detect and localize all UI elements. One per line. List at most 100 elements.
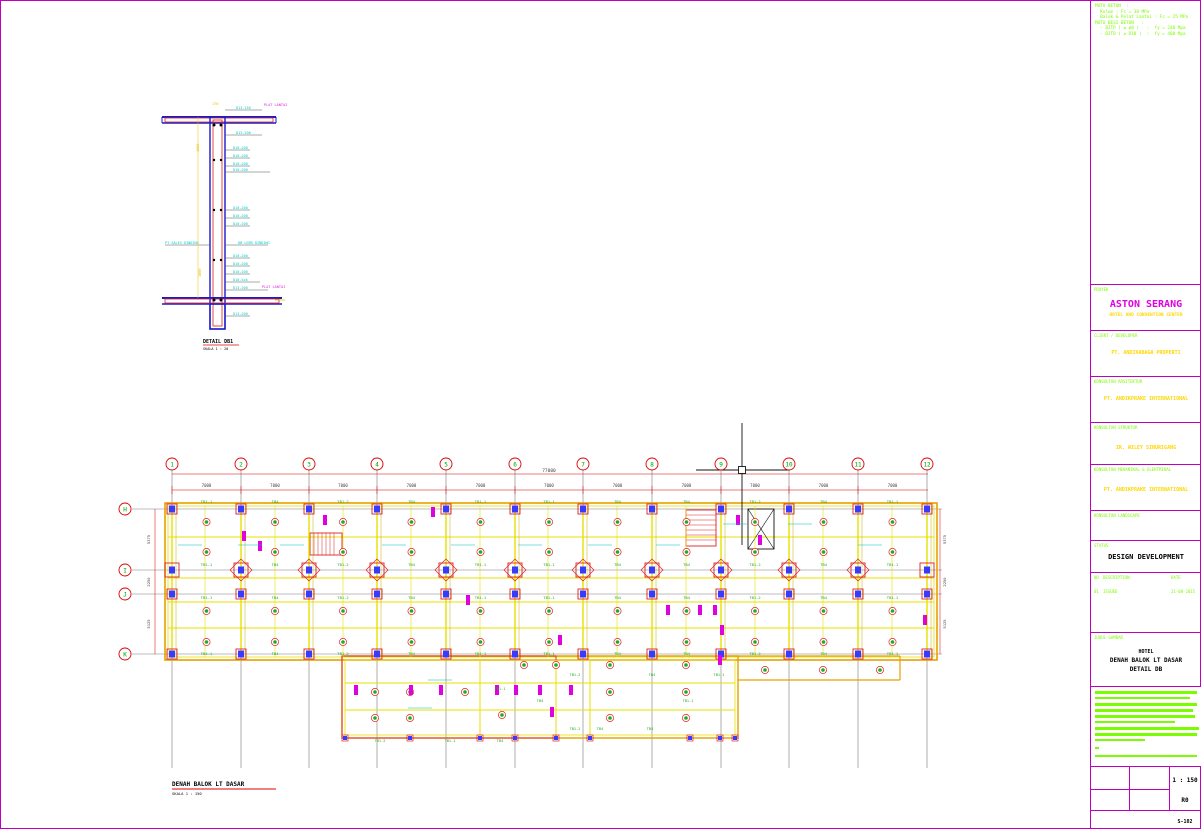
beam-label: TB1-1 <box>887 651 899 656</box>
column-core <box>306 650 312 658</box>
beam-label: TB1-1 <box>475 595 487 600</box>
beam-label: TB1-2 <box>375 739 386 743</box>
column <box>509 588 521 600</box>
revision-table: NO DESCRIPTION DATE 01 ISSUED 21-08-2015 <box>1091 572 1201 633</box>
section-tag <box>550 707 554 717</box>
beam-label: TB1-1 <box>475 651 487 656</box>
beam-label: TB1-1 <box>543 562 555 567</box>
slab-marker-dot <box>273 520 277 524</box>
column <box>783 588 795 600</box>
slab-marker-dot <box>753 520 757 524</box>
grid-bubble <box>118 563 132 577</box>
section-tag <box>495 685 499 695</box>
slab-marker-dot <box>684 550 689 554</box>
section-tag <box>439 685 443 695</box>
slab-marker-dot <box>373 690 377 694</box>
sheet-number-section: S-102 <box>1091 810 1201 830</box>
column <box>166 588 178 600</box>
section-tag <box>258 541 262 551</box>
svg-text:D13-200: D13-200 <box>233 312 248 316</box>
note-line: MUTU BESI BETON : <box>1095 20 1145 26</box>
slab-marker-dot <box>684 520 689 524</box>
drawing-title-1: HOTEL <box>1138 649 1154 655</box>
column-core <box>786 650 792 658</box>
column <box>852 588 864 600</box>
column <box>371 503 383 515</box>
detail-title: DETAIL DB1 <box>203 339 233 345</box>
column-core <box>443 505 449 513</box>
scale-section: 1 : 150 R0 <box>1091 766 1201 811</box>
column <box>438 562 454 578</box>
column <box>919 562 935 578</box>
column-core <box>855 590 861 598</box>
column-core <box>443 650 449 658</box>
grid-label: 6 <box>513 462 517 469</box>
column-core <box>408 736 412 740</box>
project-label: PROYEK <box>1094 287 1109 292</box>
slab-marker-dot <box>409 550 414 554</box>
rev-date-header: DATE <box>1171 575 1181 580</box>
grid-label: J <box>123 592 127 599</box>
slab-marker-dot <box>821 668 825 672</box>
section-tag <box>758 535 762 545</box>
grid-label: 4 <box>375 462 379 469</box>
beam-label: TB4 <box>820 499 828 504</box>
slab-marker-dot <box>608 716 612 720</box>
note-line: MUTU BETON : <box>1095 4 1129 9</box>
slab-marker-dot <box>204 520 209 524</box>
grid-label: 7 <box>581 462 585 469</box>
slab-marker-dot <box>373 716 377 720</box>
client-name: PT. ANDIKABAGA PROPERTI <box>1111 350 1181 356</box>
slab-marker-dot <box>821 520 826 524</box>
grid-bubble <box>576 457 590 471</box>
column <box>440 588 452 600</box>
grid-bubble <box>851 457 865 471</box>
column-core <box>512 590 518 598</box>
column-core <box>718 505 724 513</box>
column-core <box>554 736 558 740</box>
landscape-label: KONSULTAN LANDSCAPE <box>1094 513 1140 518</box>
column <box>715 503 727 515</box>
slab-marker-dot <box>522 663 526 667</box>
status-label: STATUS <box>1094 543 1109 548</box>
slab-marker-dot <box>463 690 467 694</box>
svg-text:170: 170 <box>212 102 218 106</box>
plan-title: DENAH BALOK LT DASAR <box>172 781 245 788</box>
beam-label: TB1-2 <box>337 499 348 504</box>
drawing-title-label: JUDUL GAMBAR <box>1094 635 1123 640</box>
beam-label: TB1-2 <box>337 651 348 656</box>
section-tag <box>323 515 327 525</box>
architect-section: KONSULTAN ARSITEKTUR PT. ANDIKPRAKE INTE… <box>1091 376 1201 402</box>
grid-bubble <box>118 647 132 661</box>
beam-label: TB1-2 <box>337 562 348 567</box>
svg-text:D10-200: D10-200 <box>233 162 248 166</box>
rev-code: R0 <box>1181 797 1189 804</box>
title-block: MUTU BETON : Kolom : Fc = 30 MPa Balok &… <box>1090 0 1201 829</box>
section-tag <box>558 635 562 645</box>
slab-marker-dot <box>409 640 414 644</box>
scale-value: 1 : 150 <box>1172 777 1198 784</box>
slab-marker-dot <box>341 609 345 613</box>
column-core <box>374 650 380 658</box>
project-subtitle: HOTEL AND CONVENTION CENTER <box>1109 313 1183 318</box>
beam-label: TB4 <box>408 651 416 656</box>
beam-label: TB4 <box>649 673 656 677</box>
section-tag <box>242 531 246 541</box>
column-core <box>374 505 380 513</box>
column <box>511 734 519 742</box>
beam-label: TB1-1 <box>445 739 456 743</box>
column-core <box>443 590 449 598</box>
column <box>646 648 658 660</box>
column <box>166 503 178 515</box>
column-core <box>924 650 930 658</box>
dim-label: 2250 <box>942 577 947 587</box>
column <box>716 734 724 742</box>
beam-label: TB4 <box>683 651 691 656</box>
column <box>371 588 383 600</box>
beam-label: TB1-2 <box>570 673 581 677</box>
slab-marker-dot <box>753 550 757 554</box>
status-value: DESIGN DEVELOPMENT <box>1108 553 1184 561</box>
column-core <box>924 590 930 598</box>
beam-label: TB4 <box>272 595 280 600</box>
